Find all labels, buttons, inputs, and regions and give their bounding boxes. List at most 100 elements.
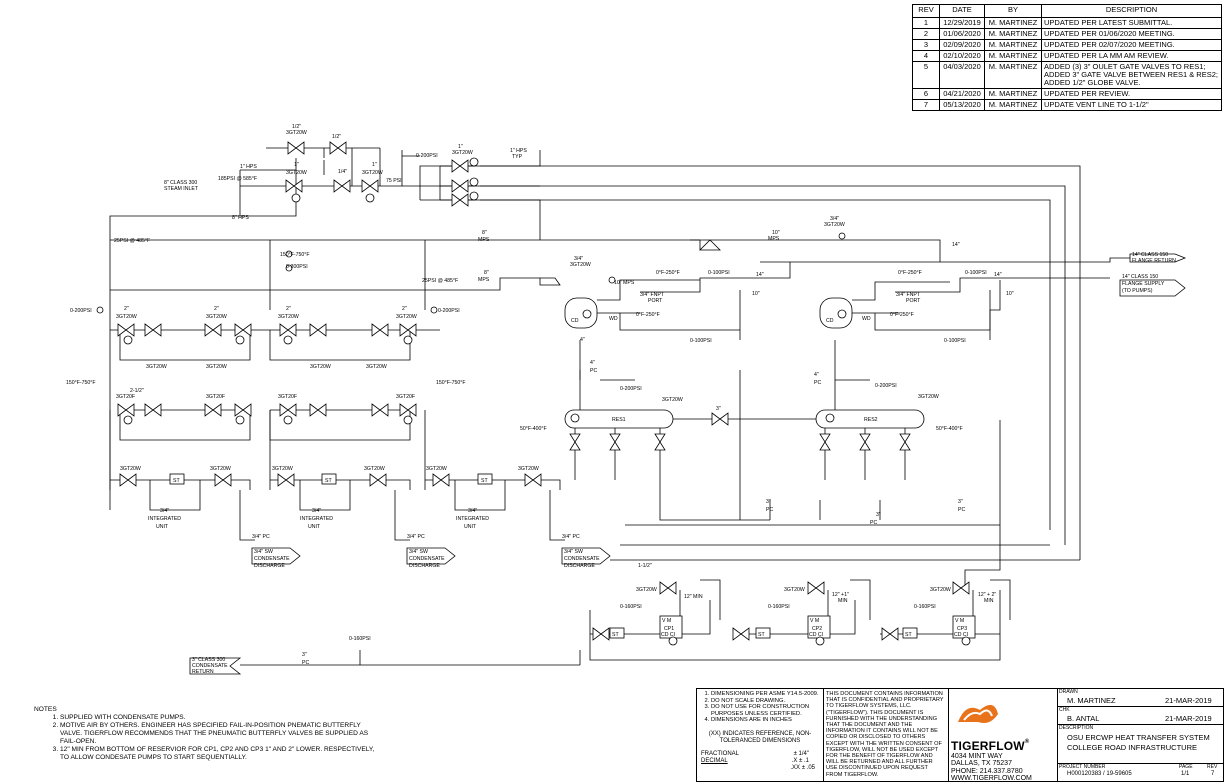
size-1-a: 1" — [294, 162, 299, 168]
valve-tag-a: 3GT20W — [286, 130, 307, 136]
temp-0-250-c: 0°F-250°F — [898, 270, 922, 276]
inlet-label-1: 8" CLASS 300 — [164, 180, 197, 186]
rev-header-by: BY — [984, 4, 1042, 18]
valve-tag-k: 3GT20W — [146, 364, 167, 370]
inlet-psi: 185PSI @ 585°F — [218, 176, 257, 182]
description-line-1: OSU ERCWP HEAT TRANSFER SYSTEM — [1067, 733, 1210, 742]
desc-cell: UPDATE VENT LINE TO 1-1/2" — [1041, 99, 1222, 111]
general-note: DIMENSIONING PER ASME Y14.5-2009. — [711, 691, 823, 698]
general-note: DIMENSIONS ARE IN INCHES — [711, 717, 823, 724]
tag-wd-b: WD — [862, 316, 871, 322]
fractional-label: FRACTIONAL — [701, 751, 740, 757]
mps-10-b: MPS — [768, 236, 780, 242]
tag-cdci-b: CD CI — [809, 632, 823, 638]
checked-date: 21-MAR-2019 — [1165, 714, 1212, 723]
rev-header-date: DATE — [939, 4, 985, 18]
int-b1: 3/4" — [312, 508, 321, 514]
fnpt-a: 3/4" FNPT — [896, 292, 921, 298]
mps-8-a: 8" — [482, 230, 487, 236]
min-12: 12" MIN — [684, 594, 703, 600]
valve-tag-s: 3GT20W — [120, 466, 141, 472]
pc-b: PC — [958, 507, 965, 513]
int-a3: UNIT — [156, 524, 169, 530]
address-line: DALLAS, TX 75237 — [951, 760, 1012, 768]
gauge-100-c: 0-100PSI — [690, 338, 712, 344]
inlet-label-2: STEAM INLET — [164, 186, 199, 192]
sw-c2: CONDENSATE — [564, 556, 600, 562]
pc-4-d: PC — [814, 380, 821, 386]
flange-sup-2: FLANGE SUPPLY — [1122, 281, 1165, 287]
gauge-300: 0-300PSI — [286, 264, 308, 270]
gauge-160-a: 0-160PSI — [349, 636, 371, 642]
pc-3-ret: 3" — [302, 652, 307, 658]
int-c3: UNIT — [464, 524, 477, 530]
int-c1: 3/4" — [468, 508, 477, 514]
hps-1in-line — [239, 169, 296, 186]
date-cell: 12/29/2019 — [939, 17, 985, 29]
general-notes: DIMENSIONING PER ASME Y14.5-2009. DO NOT… — [697, 689, 824, 781]
int-b3: UNIT — [308, 524, 321, 530]
tolerance-block: (XX) INDICATES REFERENCE, NON-TOLERANCED… — [701, 731, 819, 772]
sw-c3: DISCHARGE — [564, 563, 595, 569]
size-212-a: 2-1/2" — [130, 388, 144, 394]
valve-tag-t: 3GT20W — [210, 466, 231, 472]
size-14-c: 14" — [756, 272, 764, 278]
rev-label: REV — [1207, 764, 1218, 770]
pc-c: PC — [870, 520, 877, 526]
size-112-a: 1-1/2" — [638, 563, 652, 569]
valve-tag-b: 3GT20W — [286, 170, 307, 176]
int-c2: INTEGRATED — [456, 516, 489, 522]
sw-b2: CONDENSATE — [409, 556, 445, 562]
hps-8in: 8" HPS — [232, 215, 249, 221]
pc-a: PC — [766, 507, 773, 513]
desc-cell: UPDATED PER 01/06/2020 MEETING. — [1041, 28, 1222, 40]
valve-tag-j: 3GT20W — [396, 314, 417, 320]
size-1-b: 1" — [372, 162, 377, 168]
sw-a3: DISCHARGE — [254, 563, 285, 569]
sw-a2: CONDENSATE — [254, 556, 290, 562]
valve-tag-cp1: 3GT20W — [636, 587, 657, 593]
description-line-2: COLLEGE ROAD INFRASTRUCTURE — [1067, 743, 1198, 752]
int-a2: INTEGRATED — [148, 516, 181, 522]
size-3-b: 3" — [766, 499, 771, 505]
page-number: 1/1 — [1181, 771, 1190, 777]
int-b2: INTEGRATED — [300, 516, 333, 522]
desc-cell: UPDATED PER LATEST SUBMITTAL. — [1041, 17, 1222, 29]
mps-10-a: 10" — [772, 230, 780, 236]
address-line: 4034 MINT WAY — [951, 753, 1003, 760]
gauge-200-a: 0-200PSI — [416, 153, 438, 159]
drawn-label: DRAWN — [1059, 689, 1078, 695]
size-2-d: 2" — [402, 306, 407, 312]
valve-tag-p: 3GT20F — [206, 394, 225, 400]
cond-ret-1: 3" CLASS 300 — [192, 657, 225, 663]
page-label: PAGE — [1179, 764, 1193, 770]
size-10-a: 10" — [1006, 291, 1014, 297]
project-label: PROJECT NUMBER — [1059, 764, 1106, 770]
valve-tag-n: 3GT20W — [366, 364, 387, 370]
size-2-c: 2" — [286, 306, 291, 312]
notes-section: NOTES SUPPLIED WITH CONDENSATE PUMPS. MO… — [34, 706, 378, 762]
desc-cell: ADDED (3) 3" OULET GATE VALVES TO RES1; … — [1041, 61, 1222, 89]
gauge-200-c: 0-200PSI — [438, 308, 460, 314]
company-block: TIGERFLOW® 4034 MINT WAY DALLAS, TX 7523… — [949, 689, 1058, 782]
rev-cell: 3 — [912, 39, 940, 51]
gauge-160-b: 0-160PSI — [620, 604, 642, 610]
pc-4-b: PC — [590, 368, 597, 374]
sw-c1: 3/4" SW — [564, 549, 583, 555]
note-item: MOTIVE AIR BY OTHERS. ENGINEER HAS SPECI… — [60, 722, 378, 746]
tag-st-c: ST — [481, 478, 488, 484]
tag-vm-a: V M — [662, 618, 671, 624]
tag-cdci-c: CD CI — [954, 632, 968, 638]
tag-st-f: ST — [905, 632, 912, 638]
rev-cell: 2 — [912, 28, 940, 40]
size-half-b: 1/2" — [332, 134, 341, 140]
tag-st-e: ST — [758, 632, 765, 638]
temp-0-250-b: 0°F-250°F — [636, 312, 660, 318]
pc-34-b: 3/4" PC — [407, 534, 425, 540]
gauge-200-e: 0-200PSI — [875, 383, 897, 389]
pc-34-a: 3/4" PC — [252, 534, 270, 540]
valve-tag-h: 3GT20W — [206, 314, 227, 320]
size-2-b: 2" — [214, 306, 219, 312]
rev-cell: 4 — [912, 50, 940, 62]
